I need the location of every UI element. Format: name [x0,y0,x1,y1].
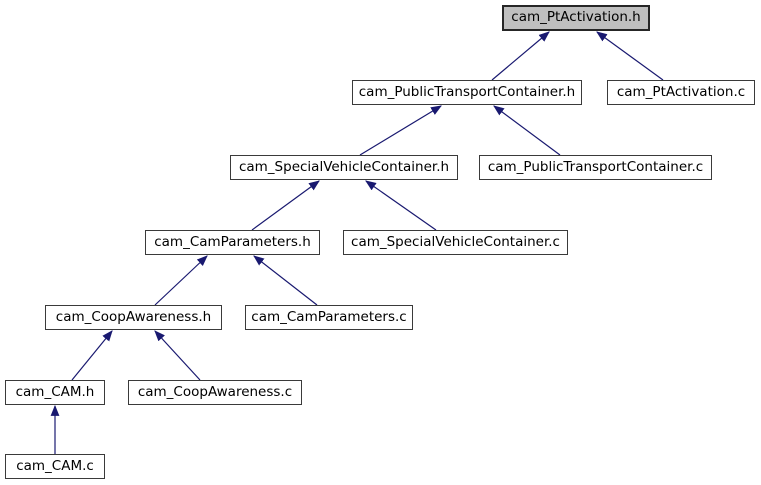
node-cam-cam-h[interactable]: cam_CAM.h [5,380,105,405]
node-cam-camparameters-c[interactable]: cam_CamParameters.c [245,305,413,330]
edge-ptactivation-c-to-ptactivation-h [596,31,664,81]
edge-camparameters-c-to-camparameters-h [253,255,318,306]
node-cam-camparameters-h[interactable]: cam_CamParameters.h [145,230,320,255]
node-cam-cam-c[interactable]: cam_CAM.c [5,454,105,479]
node-cam-ptactivation-c[interactable]: cam_PtActivation.c [607,80,755,105]
node-cam-specialvehiclecontainer-c[interactable]: cam_SpecialVehicleContainer.c [343,230,568,255]
edge-publictransportcontainer-h-to-ptactivation-h [491,31,550,81]
edge-publictransportcontainer-c-to-publictransportcontainer-h [493,105,561,156]
node-cam-coopawareness-h[interactable]: cam_CoopAwareness.h [45,305,222,330]
node-cam-ptactivation-h: cam_PtActivation.h [502,5,650,31]
edge-coopawareness-c-to-coopawareness-h [154,330,201,381]
edge-specialvehiclecontainer-c-to-specialvehiclecontainer-h [365,180,437,231]
node-cam-publictransportcontainer-h[interactable]: cam_PublicTransportContainer.h [352,80,582,105]
edge-coopawareness-h-to-camparameters-h [154,255,208,306]
node-cam-coopawareness-c[interactable]: cam_CoopAwareness.c [128,380,302,405]
edge-camparameters-h-to-specialvehiclecontainer-h [251,180,320,231]
node-cam-publictransportcontainer-c[interactable]: cam_PublicTransportContainer.c [479,155,712,180]
edge-cam-h-to-coopawareness-h [71,330,113,381]
node-cam-specialvehiclecontainer-h[interactable]: cam_SpecialVehicleContainer.h [230,155,458,180]
edge-specialvehiclecontainer-h-to-publictransportcontainer-h [359,105,442,156]
